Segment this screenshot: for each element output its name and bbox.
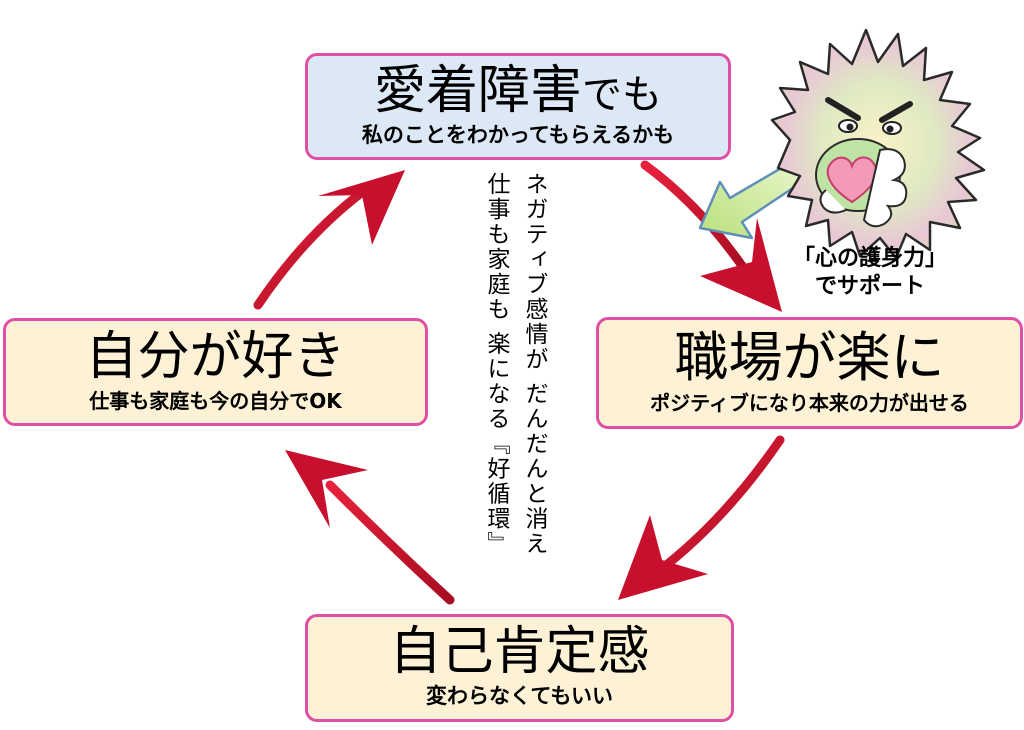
- center-text-line1: ネガティブ感情が だんだんと消え: [521, 172, 547, 557]
- node-title: 自分が好き: [85, 327, 346, 387]
- center-text-line2: 仕事も家庭も 楽になる『好循環』: [483, 172, 509, 557]
- caption-line1: 「心の護身力」: [792, 246, 947, 271]
- node-title: 自己肯定感: [389, 622, 650, 683]
- node-self-esteem: 自己肯定感 変わらなくてもいい: [305, 614, 734, 722]
- node-like-myself: 自分が好き 仕事も家庭も今の自分でOK: [3, 318, 428, 426]
- cycle-arrow-top-right: [640, 160, 782, 312]
- node-title: 職場が楽に: [674, 326, 945, 389]
- character-caption: 「心の護身力」 でサポート: [770, 245, 970, 300]
- node-subtitle: ポジティブになり本来の力が出せる: [650, 391, 969, 415]
- cycle-arrow-right-bottom: [618, 435, 785, 600]
- cycle-arrow-left-top: [253, 170, 405, 310]
- guardian-monster-icon: [770, 28, 986, 260]
- node-subtitle: 仕事も家庭も今の自分でOK: [89, 389, 342, 413]
- node-title: 愛着障害: [373, 60, 582, 121]
- caption-line2: でサポート: [814, 273, 925, 299]
- node-workplace: 職場が楽に ポジティブになり本来の力が出せる: [596, 317, 1023, 429]
- node-attachment-disorder: 愛着障害でも 私のことをわかってもらえるかも: [305, 53, 731, 160]
- node-subtitle: 私のことをわかってもらえるかも: [361, 122, 675, 147]
- node-subtitle: 変わらなくてもいい: [426, 684, 613, 709]
- node-title-suffix: でも: [582, 71, 662, 118]
- cycle-arrow-bottom-left: [285, 450, 455, 605]
